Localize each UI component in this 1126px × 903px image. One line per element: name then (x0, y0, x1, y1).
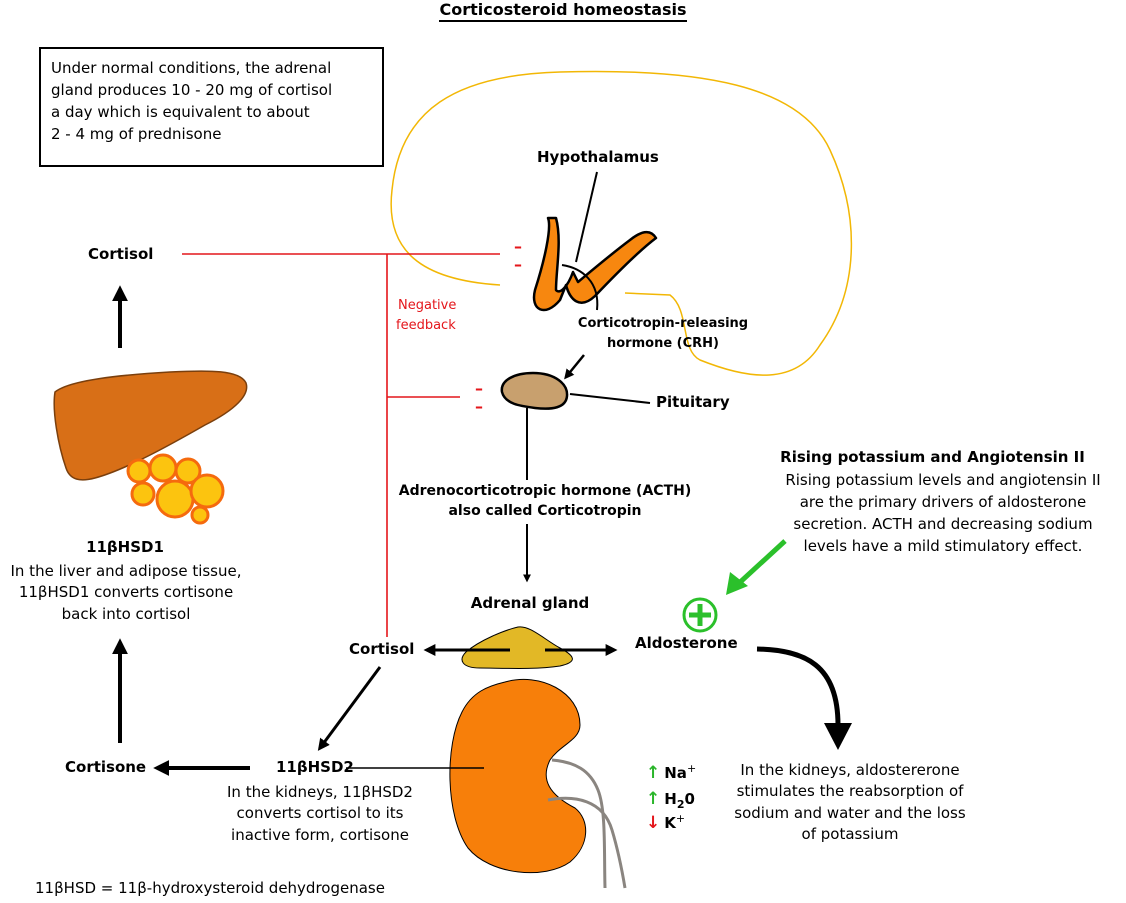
hsd1-line: 11βHSD1 converts cortisone (18, 583, 234, 602)
potassium-down-arrow-icon: ↓ (646, 813, 661, 833)
info-box-line: Under normal conditions, the adrenal (51, 59, 332, 77)
diagram-title: Corticosteroid homeostasis (0, 0, 1126, 22)
stimulation-plus-cross (689, 604, 711, 626)
kidney-effect-description: In the kidneys, aldostererone stimulates… (715, 760, 985, 845)
crh-label-2: hormone (CRH) (607, 336, 719, 351)
cortisol-top-label: Cortisol (88, 245, 154, 263)
hsd1-line: In the liver and adipose tissue, (10, 562, 242, 580)
drivers-line: are the primary drivers of aldosterone (799, 492, 1087, 511)
sodium-up-arrow-icon: ↑ (646, 763, 661, 783)
negative-feedback-lines (182, 253, 500, 637)
pituitary-pointer (569, 393, 651, 404)
negative-feedback-label-2: feedback (396, 318, 456, 333)
hypothalamus-pointer (575, 171, 598, 263)
hsd1-description: In the liver and adipose tissue, 11βHSD1… (0, 561, 252, 625)
sodium-symbol: Na (664, 764, 687, 782)
kidney-effect-line: sodium and water and the loss (734, 803, 966, 822)
ureter-lower (547, 796, 627, 889)
hsd1-label: 11βHSD1 (86, 538, 164, 556)
water-row: ↑H20 (646, 788, 695, 812)
sodium-row: ↑Na+ (646, 762, 696, 784)
feedback-loop-curve (390, 70, 853, 376)
inhibit-mark-hypothalamus-1: – (514, 237, 522, 256)
hypothalamus-label: Hypothalamus (537, 148, 659, 166)
ureter-upper (551, 758, 607, 889)
pituitary-label: Pituitary (656, 393, 730, 411)
hsd2-line: inactive form, cortisone (231, 825, 409, 844)
drivers-text: Rising potassium levels and angiotensin … (760, 470, 1126, 558)
hypothalamus-icon (532, 216, 658, 312)
kidney-effect-line: of potassium (801, 824, 899, 843)
cortisone-label: Cortisone (65, 758, 147, 776)
potassium-symbol: K (664, 814, 676, 832)
cortisol-to-hsd2-arrow (317, 666, 382, 751)
hsd2-line: converts cortisol to its (236, 804, 404, 823)
crh-arrow (564, 354, 585, 380)
water-symbol: H (664, 790, 677, 808)
inhibit-mark-pituitary-2: – (475, 397, 483, 416)
water-subscript: 2 (676, 798, 685, 811)
negative-feedback-label-1: Negative (398, 298, 457, 313)
aldosterone-effect-arrow-head (824, 723, 852, 750)
acth-label-2: also called Corticotropin (448, 503, 642, 519)
potassium-charge: + (675, 812, 686, 825)
drivers-line: secretion. ACTH and decreasing sodium (793, 514, 1093, 533)
potassium-row: ↓K+ (646, 812, 685, 834)
drivers-title: Rising potassium and Angiotensin II (780, 448, 1085, 466)
footnote: 11βHSD = 11β-hydroxysteroid dehydrogenas… (35, 879, 385, 897)
cortisol-adrenal-label: Cortisol (349, 640, 415, 658)
adrenal-gland-icon (461, 626, 573, 669)
kidney-effect-line: stimulates the reabsorption of (736, 782, 964, 801)
acth-label-1: Adrenocorticotropic hormone (ACTH) (398, 483, 692, 499)
aldosterone-label: Aldosterone (635, 634, 738, 652)
info-box: Under normal conditions, the adrenal gla… (39, 47, 384, 167)
hsd2-line: In the kidneys, 11βHSD2 (227, 783, 413, 801)
pituitary-icon (500, 371, 569, 410)
crh-label-1: Corticotropin-releasing (577, 316, 749, 331)
hsd2-description: In the kidneys, 11βHSD2 converts cortiso… (200, 782, 440, 846)
info-box-line: 2 - 4 mg of prednisone (51, 125, 222, 144)
info-box-line: a day which is equivalent to about (51, 103, 310, 122)
inhibit-mark-pituitary-1: – (475, 379, 483, 398)
aldosterone-effect-arrow (756, 646, 841, 726)
kidney-icon (449, 678, 587, 874)
inhibit-mark-hypothalamus-2: – (514, 255, 522, 274)
kidney-effect-line: In the kidneys, aldostererone (740, 761, 960, 779)
info-box-line: gland produces 10 - 20 mg of cortisol (51, 81, 333, 100)
hypothalamus-arc (561, 264, 599, 311)
sodium-charge: + (686, 762, 697, 775)
stimulation-arrow (735, 539, 787, 587)
water-tail: 0 (684, 790, 695, 808)
adipose-cells-icon (126, 453, 225, 525)
hsd1-line: back into cortisol (61, 604, 191, 623)
drivers-line: Rising potassium levels and angiotensin … (785, 471, 1101, 489)
water-up-arrow-icon: ↑ (646, 789, 661, 809)
adrenal-gland-label: Adrenal gland (470, 594, 590, 612)
hsd2-label: 11βHSD2 (276, 758, 354, 776)
drivers-line: levels have a mild stimulatory effect. (803, 536, 1083, 555)
liver-icon (53, 370, 248, 481)
stimulation-arrow-head (726, 572, 748, 595)
